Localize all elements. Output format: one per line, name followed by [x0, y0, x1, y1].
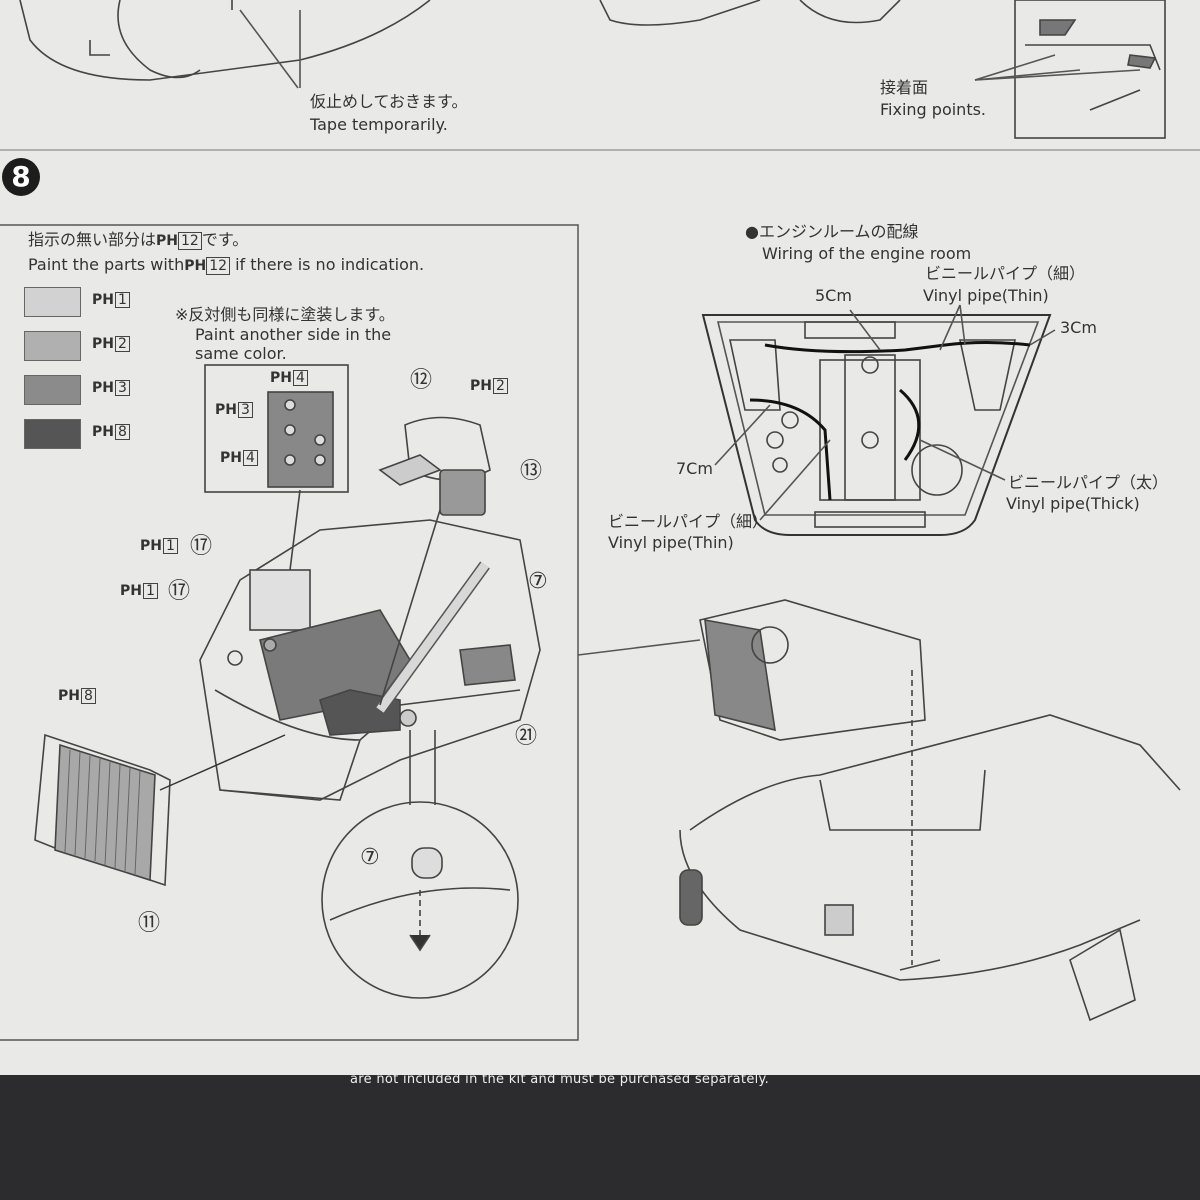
part-12-label: ⑫ [410, 368, 433, 393]
tape-label-en: Tape temporarily. [310, 115, 448, 134]
length-7cm: 7Cm [676, 459, 713, 478]
desk-background [0, 1075, 1200, 1200]
legend-swatch-ph8 [24, 419, 81, 449]
legend-swatch-ph3 [24, 375, 81, 405]
part-17-label-b: ⑰ [168, 579, 191, 604]
part-11-label: ⑪ [138, 911, 161, 936]
step-number-badge: 8 [2, 158, 40, 196]
other-side-en-1: Paint another side in the [195, 325, 392, 344]
fixing-label-ja: 接着面 [880, 78, 929, 97]
wiring-title-en: Wiring of the engine room [762, 244, 972, 263]
vinyl-thin-bottom-ja: ビニールパイプ（細） [608, 512, 769, 531]
vinyl-thin-top-en: Vinyl pipe(Thin) [923, 286, 1049, 305]
instruction-paper [0, 0, 1200, 1075]
part-7-label: ⑦ [528, 569, 548, 594]
legend-swatch-ph2 [24, 331, 81, 361]
length-3cm: 3Cm [1060, 318, 1097, 337]
part-17-label-a: ⑰ [190, 534, 213, 559]
bottom-notice-strip: are not included in the kit and must be … [350, 1072, 770, 1087]
wiring-title-ja: ●エンジンルームの配線 [745, 222, 919, 241]
other-side-en-2: same color. [195, 344, 287, 363]
length-5cm: 5Cm [815, 286, 852, 305]
vinyl-thin-bottom-en: Vinyl pipe(Thin) [608, 533, 734, 552]
fixing-label-en: Fixing points. [880, 100, 987, 119]
vinyl-thin-top-ja: ビニールパイプ（細） [925, 264, 1086, 283]
part-7-detail-label: ⑦ [360, 845, 380, 870]
part-21-label: ㉑ [515, 724, 538, 749]
vinyl-thick-en: Vinyl pipe(Thick) [1006, 494, 1140, 513]
legend-swatch-ph1 [24, 287, 81, 317]
tape-label-ja: 仮止めしておきます。 [310, 92, 468, 111]
other-side-ja: ※反対側も同様に塗装します。 [175, 305, 395, 324]
vinyl-thick-ja: ビニールパイプ（太） [1008, 473, 1169, 492]
part-13-label: ⑬ [520, 459, 543, 484]
